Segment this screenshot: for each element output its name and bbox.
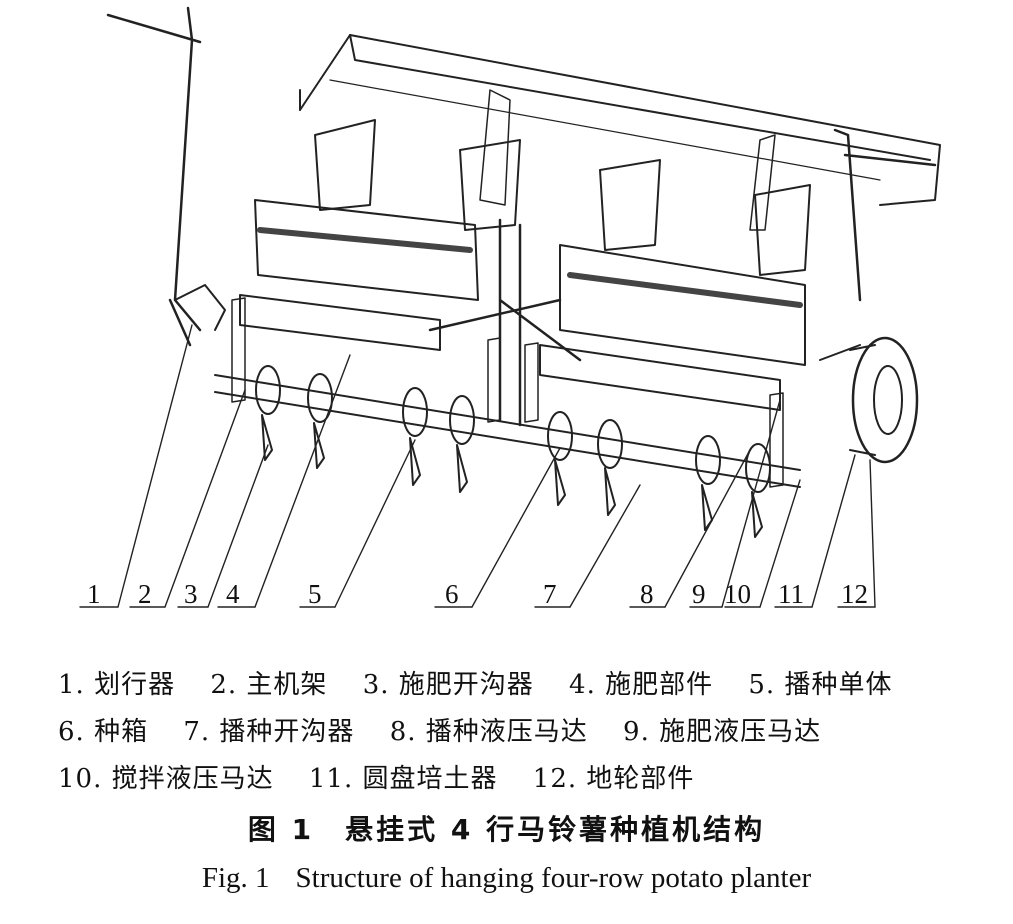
leader-lines <box>79 324 876 608</box>
disc <box>547 411 573 461</box>
figure-title-english: Structure of hanging four-row potato pla… <box>295 862 812 894</box>
legend-item: 12. 地轮部件 <box>532 764 695 794</box>
legend-item: 1. 划行器 <box>58 670 176 700</box>
fertilizer-box-left <box>254 199 479 301</box>
disc <box>255 365 281 415</box>
marker-arm-right <box>833 128 937 302</box>
legend-item: 2. 主机架 <box>210 670 328 700</box>
callout-7: 7 <box>543 579 557 609</box>
wheel-bracket <box>819 344 876 456</box>
legend-item: 5. 播种单体 <box>748 670 893 700</box>
fertilizer-unit-right <box>539 344 781 411</box>
seed-unit <box>599 159 661 251</box>
ground-wheel <box>851 336 919 464</box>
callout-5: 5 <box>308 579 322 609</box>
disc <box>449 395 475 445</box>
main-shaft <box>214 374 801 488</box>
callout-8: 8 <box>640 579 654 609</box>
openers <box>261 414 763 538</box>
figure-number: Fig. 1 <box>201 862 270 894</box>
seed-unit <box>314 119 376 211</box>
callout-11: 11 <box>778 579 804 609</box>
callout-12: 12 <box>841 579 868 609</box>
marker-hinge <box>174 284 226 331</box>
legend-item: 4. 施肥部件 <box>569 670 714 700</box>
callout-10: 10 <box>724 579 751 609</box>
legend-item: 6. 种箱 <box>58 717 149 747</box>
rear-panel <box>749 134 776 231</box>
callout-6: 6 <box>445 579 459 609</box>
disc <box>307 373 333 423</box>
legend-item: 7. 播种开沟器 <box>183 717 355 747</box>
callout-9: 9 <box>692 579 706 609</box>
legend-item: 3. 施肥开沟器 <box>362 670 534 700</box>
legend-item: 10. 搅拌液压马达 <box>58 764 274 794</box>
rear-panel <box>479 89 511 206</box>
parts-legend: 1. 划行器 2. 主机架 3. 施肥开沟器 4. 施肥部件 5. 播种单体 6… <box>58 662 998 803</box>
callout-3: 3 <box>184 579 198 609</box>
seed-unit <box>754 184 811 276</box>
legend-item: 9. 施肥液压马达 <box>623 717 822 747</box>
hopper-edge <box>299 34 931 161</box>
figure-caption-english: Fig. 1 Structure of hanging four-row pota… <box>0 862 1013 895</box>
side-plates <box>231 297 784 488</box>
ground-wheel-hub <box>873 365 903 435</box>
callout-2: 2 <box>138 579 152 609</box>
box-grille <box>567 272 803 308</box>
hopper-rail <box>329 79 881 181</box>
main-frame <box>428 218 582 427</box>
top-frame-outline <box>299 34 941 206</box>
fertilizer-box-right <box>559 244 806 366</box>
planter-line-art: 1 2 3 4 5 6 7 8 9 10 11 12 <box>79 6 941 609</box>
fertilizer-unit-left <box>239 294 441 351</box>
callout-1: 1 <box>87 579 101 609</box>
disc <box>597 419 623 469</box>
legend-item: 8. 播种液压马达 <box>389 717 588 747</box>
callout-4: 4 <box>226 579 240 609</box>
disc <box>695 435 721 485</box>
box-grille <box>257 227 473 253</box>
planter-drawing: 1 2 3 4 5 6 7 8 9 10 11 12 <box>79 6 941 609</box>
legend-item: 11. 圆盘培土器 <box>308 764 498 794</box>
figure-caption-chinese: 图 1 悬挂式 4 行马铃薯种植机结构 <box>247 813 766 846</box>
marker-arm-left <box>106 6 202 347</box>
seed-unit <box>459 139 521 231</box>
disc <box>402 387 428 437</box>
